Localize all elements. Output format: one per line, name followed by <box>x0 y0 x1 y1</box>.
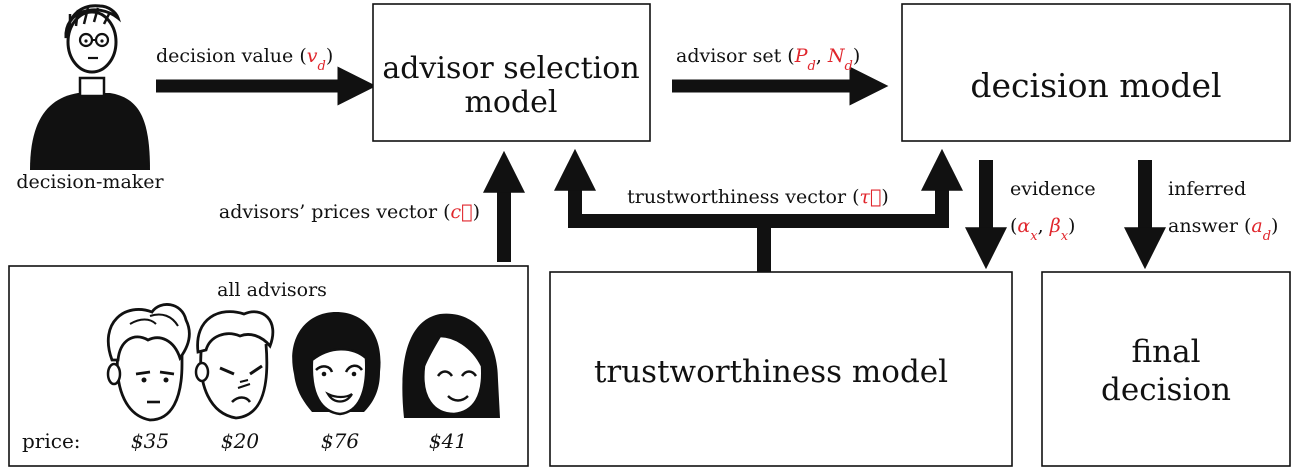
evidence-label-line2: (αx, βx) <box>1010 215 1075 244</box>
price-label: price: <box>22 429 81 453</box>
inferred-answer-line2: answer (ad) <box>1168 215 1278 244</box>
advisor-4-face-icon <box>402 313 500 418</box>
edge-trust-vector: trustworthiness vector (τ⃗) <box>554 148 963 272</box>
advisor-3-price: $76 <box>321 429 359 453</box>
advisor-selection-line1: advisor selection <box>382 51 639 86</box>
inferred-answer-line1: inferred <box>1168 178 1246 200</box>
advisor-4-price: $41 <box>429 429 467 453</box>
advisor-selection-model-node: advisor selection model <box>372 3 651 142</box>
advisor-2-face-icon <box>194 310 275 420</box>
final-decision-line2: decision <box>1101 372 1231 408</box>
advisor-selection-line2: model <box>464 85 557 120</box>
final-decision-line1: final <box>1131 334 1200 370</box>
decision-maker-node: decision-maker <box>16 4 165 193</box>
advisor-1-price: $35 <box>131 429 169 453</box>
trustworthiness-model-node: trustworthiness model <box>549 271 1013 467</box>
trustworthiness-model-label: trustworthiness model <box>594 354 948 390</box>
trust-vector-label: trustworthiness vector (τ⃗) <box>627 186 889 208</box>
advisor-1-face-icon <box>106 303 191 422</box>
decision-model-label: decision model <box>970 66 1221 105</box>
decision-maker-icon <box>30 4 150 170</box>
advisor-2-price: $20 <box>221 429 259 453</box>
edge-inferred-answer: inferred answer (ad) <box>1124 160 1278 270</box>
all-advisors-node: all advisors <box>8 265 529 467</box>
advisor-set-label: advisor set (Pd, Nd) <box>676 45 860 74</box>
decision-maker-label: decision-maker <box>16 171 164 193</box>
all-advisors-title: all advisors <box>217 279 327 301</box>
decision-value-label: decision value (vd) <box>156 45 333 74</box>
edge-prices-vector: advisors’ prices vector (c⃗) <box>219 150 525 262</box>
advisor-3-face-icon <box>292 312 381 416</box>
evidence-label-line1: evidence <box>1010 178 1096 200</box>
edge-decision-value: decision value (vd) <box>156 45 377 106</box>
edge-advisor-set: advisor set (Pd, Nd) <box>672 45 889 106</box>
final-decision-node: final decision <box>1041 271 1291 467</box>
decision-model-node: decision model <box>901 3 1291 142</box>
edge-evidence: evidence (αx, βx) <box>965 160 1096 270</box>
prices-vector-label: advisors’ prices vector (c⃗) <box>219 201 480 223</box>
